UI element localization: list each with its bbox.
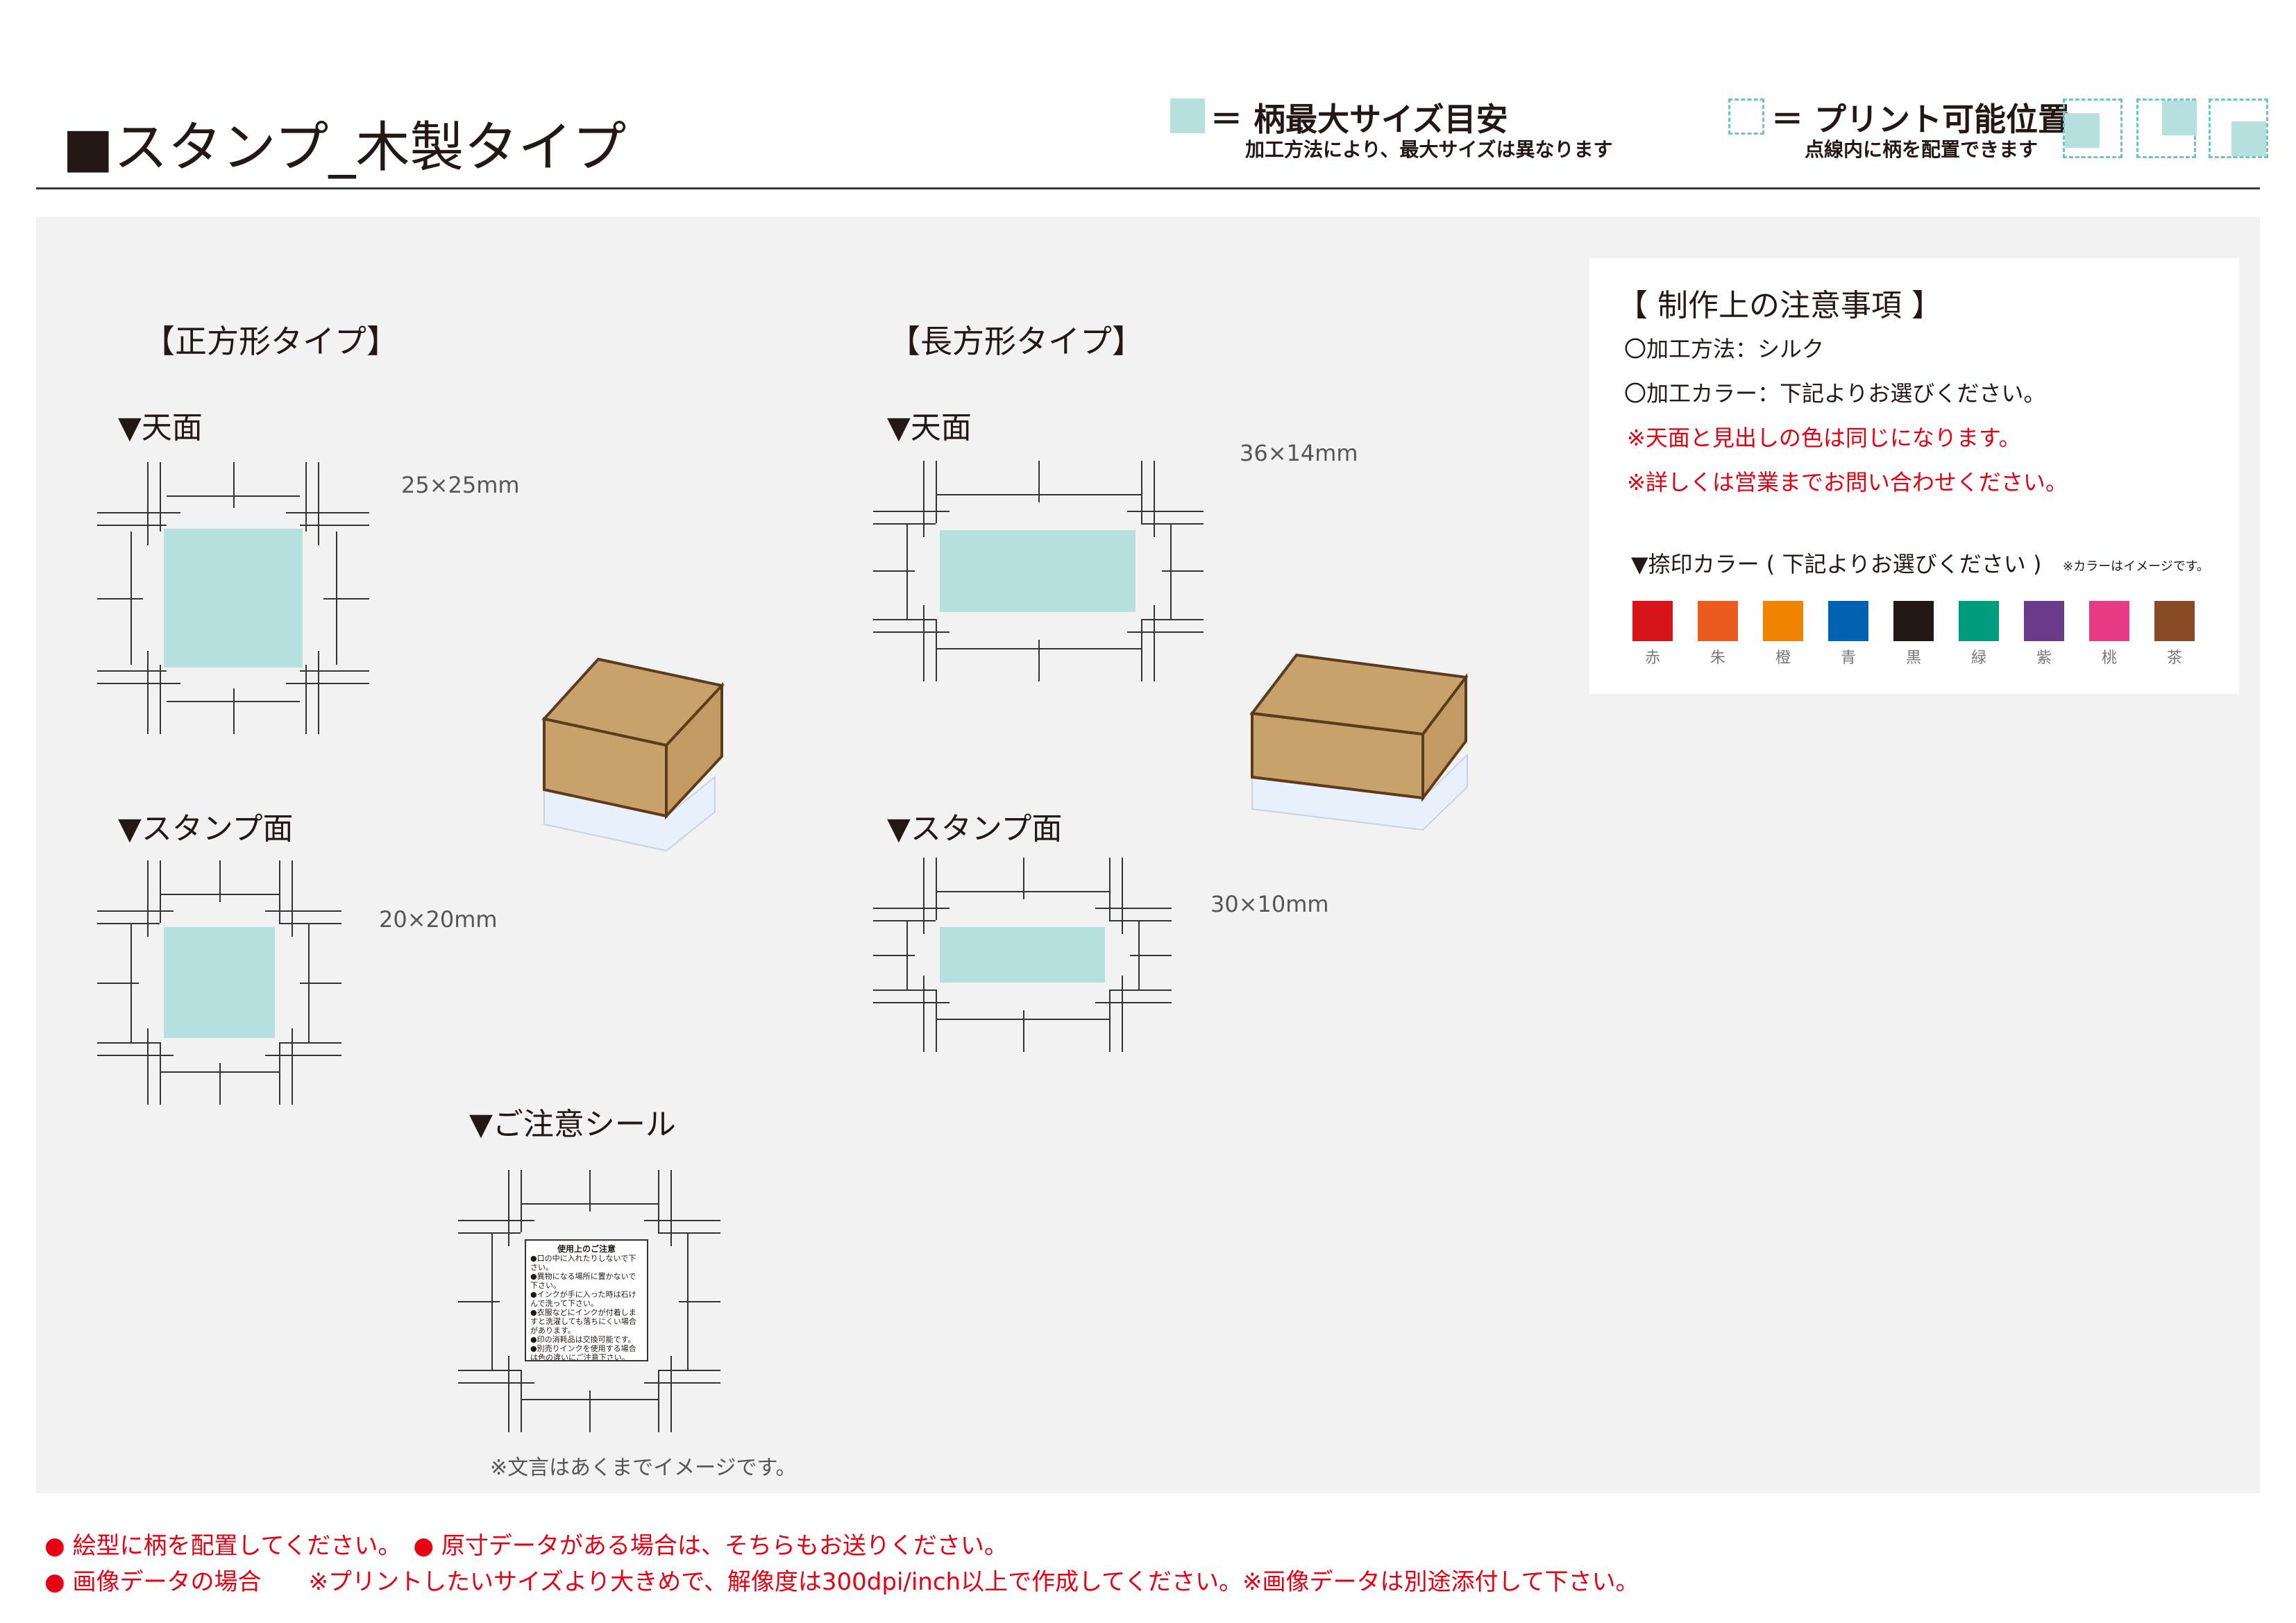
print-area-legend-title: ＝ プリント可能位置 bbox=[1771, 101, 2070, 138]
placement-example-left bbox=[2063, 99, 2122, 158]
square-top-label: ▼天面 bbox=[118, 410, 203, 445]
rect-stamp-dimension: 30×10mm bbox=[1210, 891, 1329, 917]
seal-line: ●衣服などにインクが付着しますと洗濯しても落ちにくい場合があります。 bbox=[530, 1308, 636, 1335]
caution-seal: 使用上のご注意 ●口の中に入れたりしないで下さい。 ●異物になる場所に置かないで… bbox=[525, 1239, 648, 1361]
ink-swatch-label: 朱 bbox=[1710, 649, 1725, 667]
square-stamp-template bbox=[97, 860, 341, 1105]
ink-swatch-label: 黒 bbox=[1905, 649, 1921, 667]
seal-label: ▼ご注意シール bbox=[469, 1107, 676, 1142]
print-area-legend-swatch bbox=[1728, 99, 1764, 135]
max-size-legend-title: ＝ 柄最大サイズ目安 bbox=[1210, 101, 1508, 138]
ink-swatch[interactable] bbox=[1959, 601, 1999, 641]
seal-line: ●別売りインクを使用する場合は色の違いにご注意下さい。 bbox=[530, 1344, 636, 1361]
ink-color-title: ▼捺印カラー ( 下記よりお選びください ) bbox=[1631, 551, 2042, 577]
ink-color-note: ※カラーはイメージです。 bbox=[2063, 559, 2209, 574]
print-area-legend-sub: 点線内に柄を配置できます bbox=[1805, 138, 2038, 161]
ink-swatch-label: 紫 bbox=[2036, 649, 2052, 667]
ink-swatch[interactable] bbox=[2089, 601, 2129, 641]
rect-stamp-illustration bbox=[1249, 653, 1469, 831]
footer-line-2: ● 画像データの場合 ※プリントしたいサイズより大きめで、解像度は300dpi/… bbox=[44, 1568, 1639, 1596]
ink-swatch[interactable] bbox=[1763, 601, 1803, 641]
notes-method: 〇加工方法：シルク bbox=[1624, 336, 1825, 362]
square-stamp-illustration bbox=[541, 657, 725, 852]
max-size-legend-sub: 加工方法により、最大サイズは異なります bbox=[1245, 138, 1613, 161]
max-size-legend-swatch bbox=[1170, 99, 1205, 133]
square-stamp-dimension: 20×20mm bbox=[379, 906, 498, 933]
seal-line: ●口の中に入れたりしないで下さい。 bbox=[530, 1254, 636, 1272]
rect-type-heading: 【長方形タイプ】 bbox=[888, 323, 1144, 360]
seal-line: ●異物になる場所に置かないで下さい。 bbox=[530, 1272, 636, 1290]
seal-line: ●インクが手に入った時は石けんで洗って下さい。 bbox=[530, 1290, 636, 1308]
seal-line: ●印の消耗品は交換可能です。 bbox=[530, 1335, 636, 1344]
ink-swatch-label: 赤 bbox=[1644, 649, 1660, 667]
notes-warning-2: ※詳しくは営業までお問い合わせください。 bbox=[1627, 469, 2068, 495]
ink-swatch[interactable] bbox=[1893, 601, 1934, 641]
seal-template bbox=[458, 1170, 720, 1432]
ink-swatch[interactable] bbox=[2024, 601, 2064, 641]
square-top-template bbox=[97, 462, 369, 734]
ink-swatch[interactable] bbox=[1828, 601, 1868, 641]
ink-swatch-label: 橙 bbox=[1775, 649, 1791, 667]
square-stamp-label: ▼スタンプ面 bbox=[118, 811, 294, 847]
ink-swatch-label: 茶 bbox=[2166, 649, 2182, 667]
header-divider bbox=[36, 187, 2260, 189]
footer-line-1: ● 絵型に柄を配置してください。 ● 原寸データがある場合は、そちらもお送りくだ… bbox=[44, 1532, 1008, 1560]
rect-top-label: ▼天面 bbox=[887, 410, 972, 445]
notes-color: 〇加工カラー：下記よりお選びください。 bbox=[1624, 380, 2046, 407]
rect-stamp-label: ▼スタンプ面 bbox=[887, 811, 1063, 847]
ink-swatch[interactable] bbox=[2154, 601, 2195, 641]
ink-swatch[interactable] bbox=[1698, 601, 1738, 641]
page-title: ■スタンプ_木製タイプ bbox=[62, 117, 627, 179]
placement-example-top bbox=[2136, 99, 2197, 158]
rect-top-dimension: 36×14mm bbox=[1240, 440, 1358, 466]
rect-top-template bbox=[873, 461, 1204, 681]
notes-warning-1: ※天面と見出しの色は同じになります。 bbox=[1627, 425, 2021, 451]
ink-swatch-label: 青 bbox=[1840, 649, 1856, 667]
ink-swatch-label: 桃 bbox=[2101, 649, 2117, 667]
seal-note: ※文言はあくまでイメージです。 bbox=[490, 1456, 797, 1480]
rect-stamp-template bbox=[873, 858, 1172, 1052]
ink-swatch-label: 緑 bbox=[1970, 649, 1986, 667]
placement-example-corner bbox=[2209, 99, 2268, 158]
square-type-heading: 【正方形タイプ】 bbox=[143, 323, 398, 360]
seal-heading: 使用上のご注意 bbox=[557, 1244, 616, 1254]
ink-swatch[interactable] bbox=[1632, 601, 1673, 641]
square-top-dimension: 25×25mm bbox=[401, 472, 520, 498]
notes-title: 【 制作上の注意事項 】 bbox=[1617, 288, 1942, 323]
